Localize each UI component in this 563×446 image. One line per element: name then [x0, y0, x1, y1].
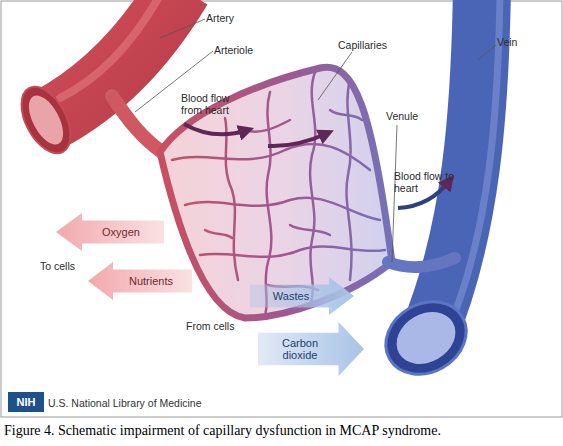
- arrow-label: Carbon dioxide: [270, 337, 330, 361]
- block-arrow: Nutrients: [88, 262, 192, 300]
- part-label: Vein: [497, 36, 517, 48]
- capillary: [185, 198, 380, 220]
- venule-vessel: [388, 258, 455, 267]
- figure-caption: Figure 4. Schematic impairment of capill…: [4, 423, 441, 439]
- leader-lines: [135, 19, 496, 262]
- vein-tube: [428, 0, 482, 336]
- right-block-arrow: [250, 277, 354, 315]
- capillary: [245, 120, 290, 132]
- part-label: Blood flow from heart: [181, 92, 243, 116]
- artery-opening: [11, 79, 80, 161]
- logo-node: NIH: [8, 392, 44, 412]
- capillary: [200, 246, 385, 256]
- vein-highlight: [452, 0, 500, 320]
- block-arrow: Wastes: [250, 277, 354, 315]
- left-block-arrow: [56, 213, 164, 251]
- flow-arrow: [184, 124, 248, 134]
- artery-highlight: [60, 0, 160, 98]
- arrow-label: Wastes: [273, 290, 309, 302]
- flow-arrow: [268, 133, 328, 146]
- leader-line: [478, 45, 496, 60]
- capillary-network: [172, 72, 385, 315]
- right-block-arrow: [258, 322, 364, 376]
- artery-lumen: [22, 90, 70, 150]
- capillary: [225, 118, 238, 280]
- block-arrow: Carbon dioxide: [258, 322, 364, 376]
- capillary: [310, 72, 315, 305]
- capillary-bed: [160, 67, 392, 318]
- capillary: [265, 92, 271, 315]
- capillary: [290, 225, 330, 235]
- arteriole-vessel: [112, 96, 162, 152]
- left-block-arrow: [88, 262, 192, 300]
- part-label: Capillaries: [338, 39, 387, 51]
- logo-text: NIH: [17, 396, 36, 408]
- capillary: [346, 80, 351, 280]
- vein-lumen: [387, 302, 465, 375]
- vein-opening: [373, 288, 480, 389]
- leader-line: [160, 19, 205, 38]
- arrow-label: Nutrients: [129, 275, 173, 287]
- leader-line: [318, 52, 352, 100]
- part-label: Blood flow to heart: [394, 170, 456, 194]
- block-arrow: Oxygen: [56, 213, 164, 251]
- part-label: From cells: [186, 320, 234, 332]
- part-label: Arteriole: [214, 44, 253, 56]
- logo-box: [8, 392, 44, 412]
- capillary: [330, 110, 362, 120]
- part-label: U.S. National Library of Medicine: [48, 397, 202, 409]
- arrow-label: Oxygen: [102, 226, 140, 238]
- capillary: [205, 230, 232, 238]
- part-label: To cells: [40, 260, 75, 272]
- part-label: Venule: [386, 110, 418, 122]
- part-label: Artery: [206, 12, 234, 24]
